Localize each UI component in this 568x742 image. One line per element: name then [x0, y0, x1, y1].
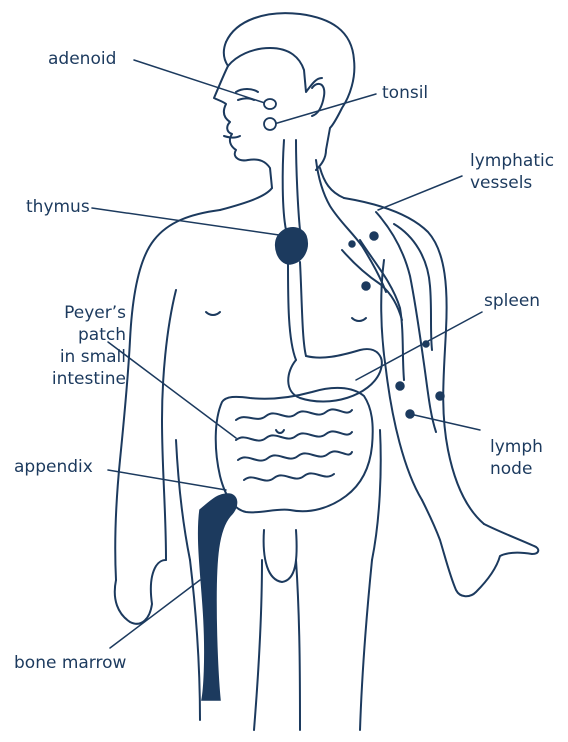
right-arm-inner	[381, 260, 422, 500]
left-hand	[115, 560, 166, 624]
nipple-left	[206, 312, 220, 315]
esophagus	[283, 140, 300, 230]
lymph-node-2	[362, 282, 370, 290]
thymus-organ	[276, 228, 308, 264]
navel	[276, 430, 284, 433]
leader-tonsil	[274, 94, 376, 124]
lymph-node-4	[396, 382, 404, 390]
label-tonsil: tonsil	[382, 82, 428, 104]
leader-thymus	[92, 208, 286, 236]
adenoid-organ	[264, 99, 276, 109]
lymph-node-7	[423, 341, 429, 347]
mouth	[224, 136, 240, 138]
leader-appendix	[108, 470, 226, 490]
label-peyers-patch: Peyer’s patch in small intestine	[26, 302, 126, 390]
lymph-vessel-arm-1	[376, 212, 436, 432]
leader-lymphatic-vessels	[378, 176, 462, 210]
lymph-vessel-arm-3	[342, 250, 402, 320]
leader-bone-marrow	[110, 580, 200, 648]
face-profile	[214, 66, 272, 188]
head-outline	[226, 13, 354, 170]
eye-brow	[236, 89, 258, 92]
label-lymphatic-vessels: lymphatic vessels	[470, 150, 554, 194]
lymph-vessel-chest	[316, 160, 386, 292]
nipple-right	[352, 318, 366, 321]
large-intestine	[216, 388, 373, 513]
label-lymph-node: lymph node	[490, 436, 543, 480]
lymph-node-3	[349, 241, 355, 247]
esophagus-lower	[288, 262, 306, 360]
hair-outline	[224, 42, 322, 92]
waist-left	[176, 440, 190, 560]
leg-inner-right	[296, 560, 300, 730]
label-appendix: appendix	[14, 456, 93, 478]
leader-adenoid	[134, 60, 268, 104]
right-hand	[422, 500, 538, 596]
leg-inner-left	[254, 560, 262, 730]
waist-right	[372, 430, 381, 560]
leg-right	[360, 560, 372, 730]
neck-left	[220, 188, 272, 210]
small-intestine-loops	[236, 409, 352, 480]
lymph-node-5	[406, 410, 414, 418]
label-thymus: thymus	[26, 196, 90, 218]
left-arm-inner	[162, 290, 176, 560]
tonsil-organ	[264, 118, 276, 130]
genital	[264, 530, 297, 582]
label-adenoid: adenoid	[48, 48, 116, 70]
bone-marrow-femur	[199, 494, 237, 700]
lymph-node-6	[436, 392, 444, 400]
leader-spleen	[356, 312, 482, 380]
lymph-node-1	[370, 232, 378, 240]
label-bone-marrow: bone marrow	[14, 652, 126, 674]
label-spleen: spleen	[484, 290, 540, 312]
